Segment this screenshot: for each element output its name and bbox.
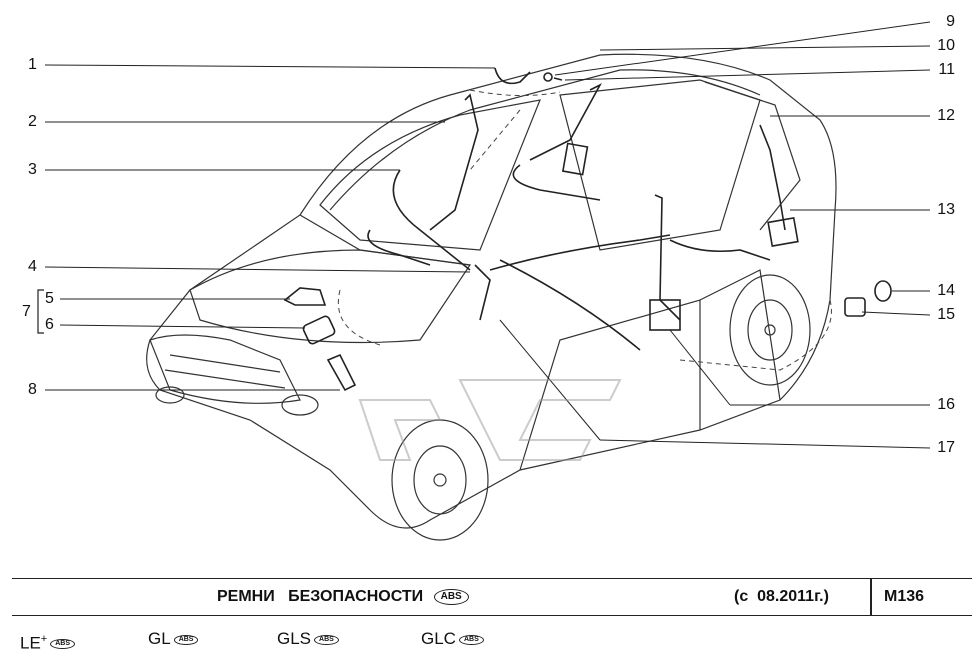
callout-10: 10 [937,37,955,54]
dashed-guides [337,89,832,371]
date-range: (с 08.2011г.) [734,588,829,605]
diagram-title-text: РЕМНИ БЕЗОПАСНОСТИ [217,588,424,605]
trim-le-label: LE [20,633,41,653]
trim-le: LE+ABS [20,628,76,655]
callout-17: 17 [937,439,955,456]
trim-gl-badge: ABS [173,634,199,645]
diagram-code: М136 [884,588,925,605]
callout-5: 5 [45,290,54,307]
callout-8: 8 [28,381,37,398]
title-divider [870,579,872,615]
trim-glc-badge: ABS [458,634,484,645]
callout-16: 16 [937,396,955,413]
callout-4: 4 [28,258,37,275]
callout-12: 12 [937,107,955,124]
callout-2: 2 [28,113,37,130]
diagram-title: РЕМНИ БЕЗОПАСНОСТИ ABS [217,579,469,615]
callout-15: 15 [937,306,955,323]
callout-3: 3 [28,161,37,178]
callout-1: 1 [28,56,37,73]
callout-13: 13 [937,201,955,218]
leader-lines [44,21,931,449]
abs-badge: ABS [433,588,469,605]
trim-gls-label: GLS [277,629,312,648]
watermark-logo [358,379,622,461]
callout-7: 7 [22,303,31,320]
trim-gl-label: GL [148,629,171,648]
seat-belt-parts [283,67,892,392]
callout-11: 11 [938,61,955,78]
seat-belt-diagram [37,21,931,541]
title-bar: РЕМНИ БЕЗОПАСНОСТИ ABS (с 08.2011г.) М13… [12,578,972,616]
trim-gls-badge: ABS [314,634,339,645]
trim-le-badge: ABS [50,639,76,650]
trim-le-plus: + [40,633,48,645]
callout-9: 9 [946,13,955,30]
trim-glc-label: GLC [421,629,456,648]
callout-6: 6 [45,316,54,333]
callout-14: 14 [937,282,955,299]
bracket-5-6 [37,289,44,334]
car-outline [146,53,837,541]
